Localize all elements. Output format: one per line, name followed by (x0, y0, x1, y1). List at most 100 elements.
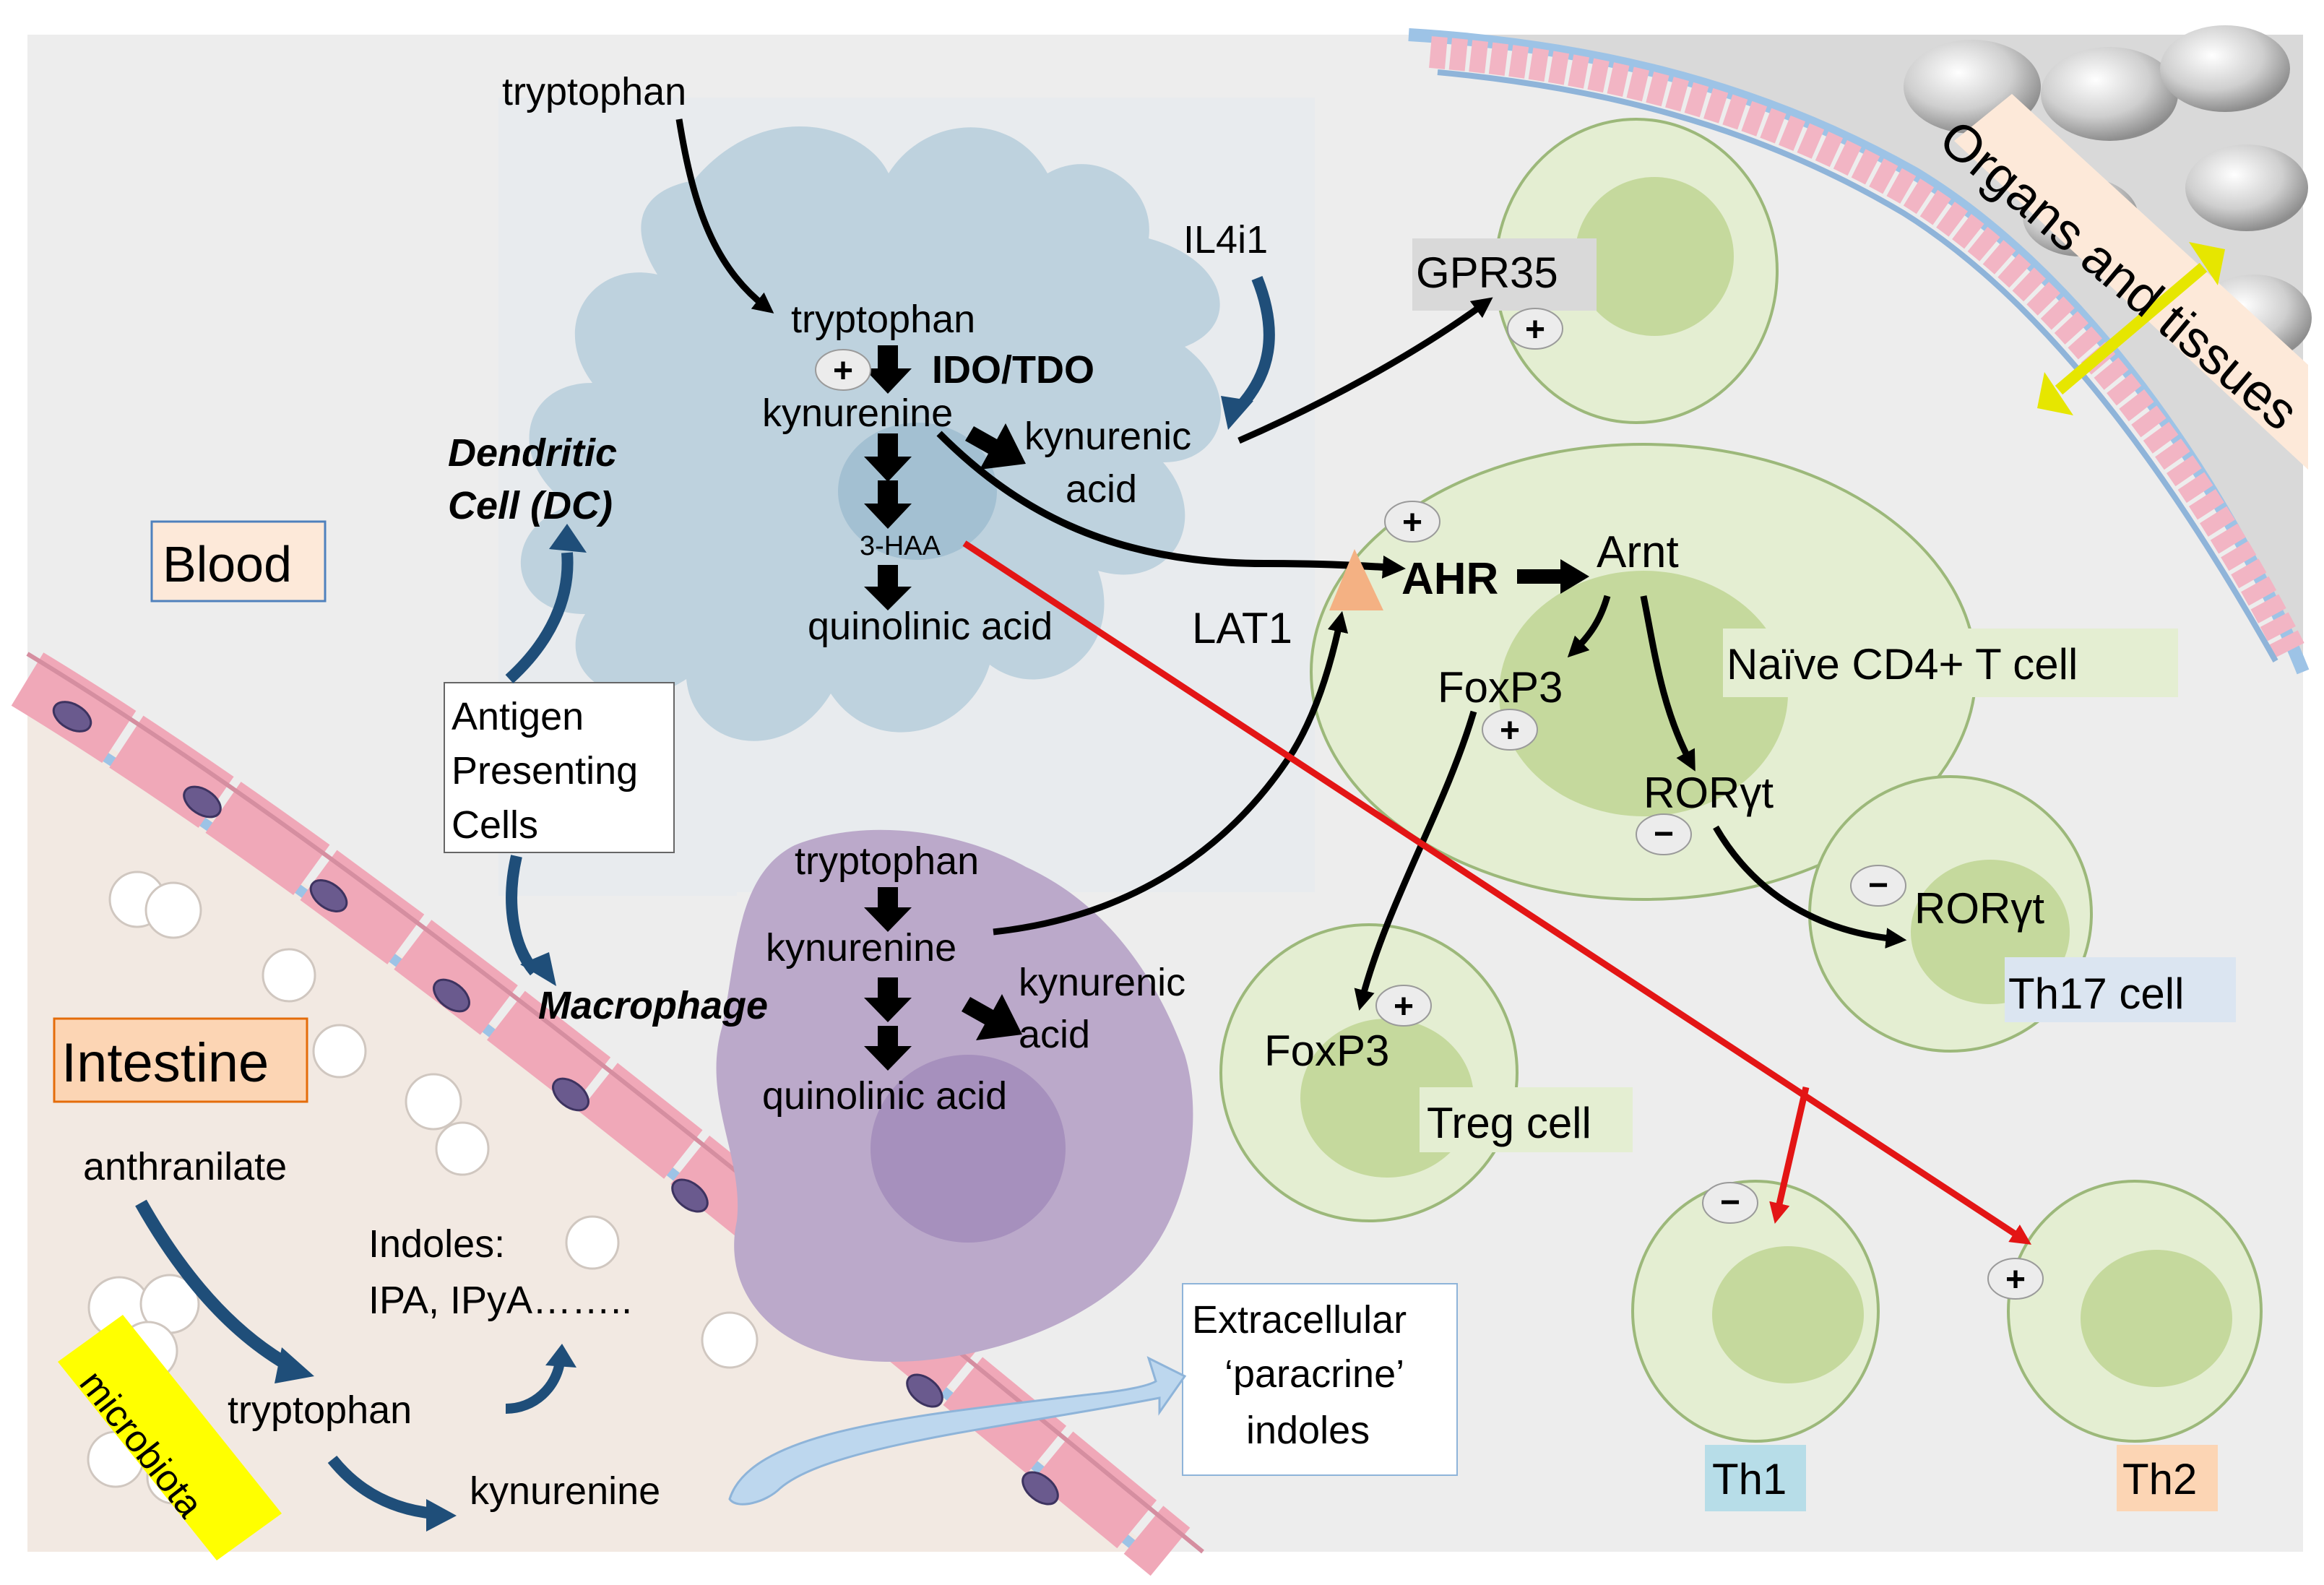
dc-kynurenine-to-ahr-arrow (936, 431, 1406, 579)
kynurenine-arrowhead (426, 1499, 457, 1532)
extracellular-line3: indoles (1246, 1409, 1370, 1452)
arnt-to-rorgt-arrow (1640, 595, 1696, 772)
minus-sign: − (1868, 866, 1888, 904)
enterocyte-nuclei (52, 701, 1059, 1506)
th2-label-box (2117, 1445, 2218, 1511)
treg-foxp3-label: FoxP3 (1264, 1027, 1389, 1075)
intestine-label-box (53, 1017, 308, 1103)
indoles-line2: IPA, IPyA…….. (368, 1279, 632, 1322)
th17-label: Th17 cell (2008, 969, 2184, 1018)
macrophage-kynurenine-label: kynurenine (766, 926, 956, 969)
foxp3-to-treg-arrow (1354, 710, 1477, 1011)
plus-sign: + (1525, 311, 1545, 349)
dc-name-line1: Dendritic (448, 431, 617, 475)
minus-sign: − (1654, 815, 1674, 853)
gpr35-cell (1494, 118, 1779, 424)
ahr-to-arnt-arrow (1517, 559, 1589, 594)
plus-sign: + (1394, 988, 1414, 1026)
rorgt-to-th17-arrow (1713, 825, 1907, 949)
il4i1-arrowhead (1221, 396, 1253, 430)
th1-label: Th1 (1712, 1455, 1787, 1503)
dc-quinolinic-label: quinolinic acid (808, 605, 1053, 648)
haa-label: 3-HAA (860, 531, 941, 561)
extracellular-line1: Extracellular (1192, 1298, 1407, 1342)
dc-kynurenic-label-2: acid (1066, 467, 1137, 511)
tryptophan-to-indoles-arrow (505, 1360, 565, 1414)
il4i1-label: IL4i1 (1183, 218, 1268, 262)
anthranilate-arrowhead (275, 1347, 314, 1383)
ido-tdo-label: IDO/TDO (932, 348, 1094, 392)
blood-label-box (150, 520, 327, 603)
paracrine-indoles-arrow (728, 1356, 1187, 1506)
dc-kynurenine-label: kynurenine (762, 392, 953, 435)
dc-kynurenic-label-1: kynurenic (1024, 415, 1191, 458)
indoles-line1: Indoles: (368, 1222, 505, 1266)
apc-line1: Antigen (452, 695, 584, 738)
treg-label-box (1420, 1087, 1633, 1152)
macrophage-kynurenic-label-1: kynurenic (1019, 961, 1185, 1004)
macrophage-kynurenine-to-lat1-arrow (993, 610, 1349, 936)
intestine-kynurenine-label: kynurenine (470, 1469, 660, 1513)
foxp3-label: FoxP3 (1438, 663, 1563, 712)
arnt-to-foxp3-arrow (1567, 595, 1611, 658)
kynurenic-to-gpr35-arrow (1237, 297, 1493, 444)
intestine-label: Intestine (61, 1032, 269, 1094)
plus-sign: + (1500, 712, 1520, 750)
minus-sign: − (1720, 1183, 1740, 1222)
indoles-arrowhead (545, 1344, 576, 1368)
plus-sign: + (2005, 1261, 2026, 1299)
il4i1-arrow (1231, 276, 1275, 416)
tryptophan-input-label: tryptophan (502, 70, 686, 113)
dc-pathway-block-arrows (864, 345, 1026, 610)
tryptophan-to-kynurenine-arrow (327, 1455, 434, 1519)
macrophage-tryptophan-label: tryptophan (795, 839, 979, 883)
th2-cell (2007, 1180, 2263, 1443)
sign-markers (815, 308, 2044, 1300)
tryptophan-inflow-arrow (675, 118, 774, 314)
naive-cd4-label: Naïve CD4+ T cell (1727, 640, 2078, 688)
plus-sign: + (833, 352, 853, 390)
organs-arrowhead-up (2189, 242, 2225, 285)
th2-label: Th2 (2122, 1455, 2197, 1503)
haa-to-th1-arrow (1769, 1086, 1810, 1225)
organs-arrowhead-down (2037, 372, 2073, 415)
blood-label: Blood (163, 536, 292, 592)
naive-label-box (1723, 629, 2178, 697)
gpr35-box (1412, 238, 1597, 311)
dc-tryptophan-label: tryptophan (791, 298, 975, 341)
apc-box (444, 682, 675, 853)
apc-line2: Presenting (452, 749, 638, 792)
th17-rorgt-label: RORγt (1914, 884, 2044, 933)
th1-cell (1631, 1180, 1880, 1443)
anthranilate-label: anthranilate (83, 1145, 287, 1188)
macrophage-kynurenic-label-2: acid (1019, 1013, 1090, 1056)
apc-to-dc-arrowhead (549, 524, 587, 553)
organs-label-box (1954, 94, 2308, 470)
extracellular-box (1182, 1283, 1458, 1476)
apc-line3: Cells (452, 803, 538, 847)
th1-label-box (1705, 1445, 1806, 1511)
naive-cd4-t-cell (1310, 443, 1977, 901)
gpr35-label: GPR35 (1416, 249, 1558, 297)
anthranilate-to-tryptophan-arrow (135, 1199, 293, 1371)
lat1-label: LAT1 (1192, 604, 1292, 652)
haa-to-th2-arrow (962, 540, 2032, 1245)
apc-to-dc-arrow (505, 552, 574, 683)
th17-label-box (2005, 957, 2236, 1022)
arnt-label: Arnt (1597, 527, 1679, 577)
dc-name-line2: Cell (DC) (448, 484, 613, 527)
plus-sign: + (1402, 504, 1422, 542)
treg-label: Treg cell (1427, 1099, 1591, 1147)
lat1-transporter (1329, 549, 1383, 610)
extracellular-line2: ‘paracrine’ (1224, 1352, 1404, 1396)
apc-to-macrophage-arrowhead (520, 952, 556, 986)
macrophage-quinolinic-label: quinolinic acid (762, 1074, 1007, 1118)
rorgt-label: RORγt (1643, 769, 1774, 817)
intestine-tryptophan-label: tryptophan (228, 1389, 412, 1432)
macrophage-name-label: Macrophage (538, 984, 768, 1027)
organs-exchange-arrow (2055, 262, 2208, 395)
ahr-label: AHR (1401, 554, 1498, 604)
macrophage-pathway-block-arrows (864, 887, 1022, 1071)
